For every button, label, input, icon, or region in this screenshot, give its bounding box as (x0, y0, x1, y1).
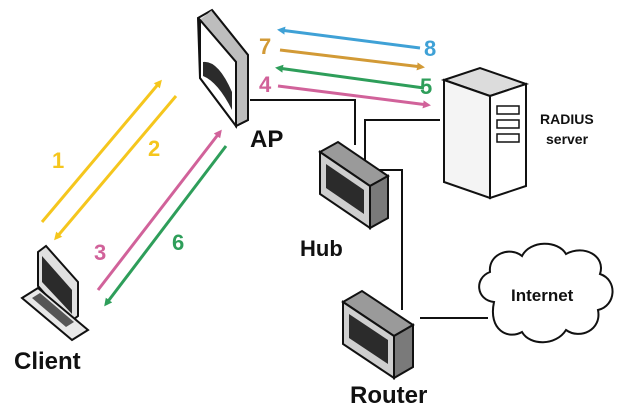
hub-to-router-line (375, 169, 403, 310)
step-5-label: 5 (420, 74, 433, 99)
step-6-label: 6 (172, 230, 185, 255)
step-8-label: 8 (424, 36, 437, 61)
step-4-arrow (277, 84, 431, 109)
access-point-icon (196, 8, 249, 129)
internet-cloud-icon (478, 242, 614, 344)
client-label: Client (14, 348, 81, 375)
step-7-label: 7 (259, 34, 272, 59)
step-3-arrow (96, 129, 222, 291)
router-icon (341, 289, 415, 380)
step-4-label: 4 (259, 72, 272, 97)
step-2-arrow (54, 95, 178, 241)
radius-label-line1: RADIUS (540, 111, 594, 127)
step-5-arrow (275, 64, 425, 90)
step-8-arrow (277, 26, 421, 50)
router-label: Router (350, 382, 428, 409)
radius-label-line2: server (546, 131, 589, 147)
hub-icon (318, 140, 390, 230)
step-arrows (40, 26, 431, 307)
hub-label: Hub (300, 236, 343, 261)
connection-lines (250, 99, 488, 319)
step-1-arrow (40, 79, 162, 223)
ap-to-hub-line (250, 99, 356, 145)
step-6-arrow (104, 145, 228, 307)
laptop-icon (20, 244, 90, 342)
ap-label: AP (250, 126, 284, 153)
internet-label: Internet (511, 286, 574, 305)
step-1-label: 1 (52, 148, 65, 173)
step-3-label: 3 (94, 240, 107, 265)
step-7-arrow (279, 48, 425, 71)
hub-to-radius-line (364, 119, 440, 168)
radius-server-icon (440, 66, 530, 200)
step-2-label: 2 (148, 136, 161, 161)
